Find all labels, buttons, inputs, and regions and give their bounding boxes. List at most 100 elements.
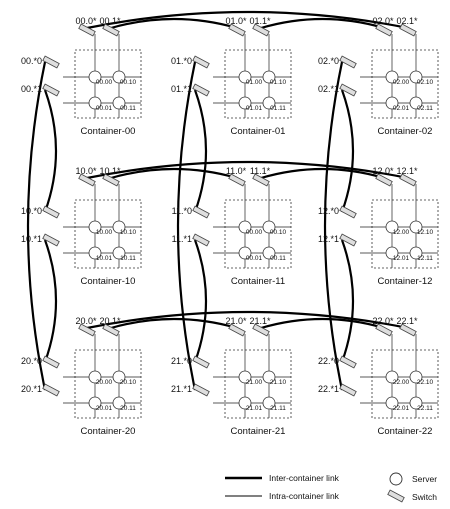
switch-icon <box>228 23 246 37</box>
server-label: 00.01 <box>96 105 113 112</box>
server-icon <box>238 70 252 84</box>
server-icon <box>385 96 399 110</box>
container-label: Container-02 <box>378 126 433 137</box>
server-label: 10.01 <box>96 255 113 262</box>
server-label: 22.10 <box>417 379 434 386</box>
server-icon <box>238 220 252 234</box>
server-label: 00.10 <box>120 79 137 86</box>
switch-label: 20.*0 <box>21 356 42 366</box>
inter-link <box>86 310 409 330</box>
server-icon <box>112 246 126 260</box>
container-box <box>74 49 142 119</box>
container-box <box>74 199 142 269</box>
switch-icon <box>339 233 357 247</box>
inter-link <box>323 61 344 391</box>
switch-label: 22.*0 <box>318 356 339 366</box>
server-icon <box>112 96 126 110</box>
switch-label: 00.*1 <box>21 84 42 94</box>
legend-intra-label: Intra-container link <box>269 491 340 501</box>
server-label: 02.00 <box>393 79 410 86</box>
switch-label: 01.*1 <box>171 84 192 94</box>
switch-label: 00.*0 <box>21 56 42 66</box>
server-icon <box>262 96 276 110</box>
server-label: 01.10 <box>270 79 287 86</box>
server-icon <box>262 246 276 260</box>
switch-label: 12.1* <box>396 166 418 176</box>
server-icon <box>262 396 276 410</box>
switch-icon <box>375 23 393 37</box>
server-label: 12.11 <box>417 255 433 262</box>
switch-icon <box>339 355 357 369</box>
switch-icon <box>192 205 210 219</box>
server-label: 20.11 <box>120 405 136 412</box>
server-icon <box>88 246 102 260</box>
switch-label: 11.*0 <box>172 206 192 216</box>
switch-label: 10.1* <box>99 166 121 176</box>
inter-link <box>86 160 409 180</box>
server-icon <box>112 370 126 384</box>
server-label: 10.00 <box>96 229 113 236</box>
server-label: 00.00 <box>246 229 263 236</box>
server-icon <box>238 246 252 260</box>
container-label: Container-20 <box>81 426 136 437</box>
server-label: 22.11 <box>417 405 433 412</box>
switch-label: 20.*1 <box>21 384 42 394</box>
container-label: Container-01 <box>231 126 286 137</box>
server-label: 00.00 <box>96 79 113 86</box>
container-box <box>224 199 292 269</box>
switch-label: 22.0* <box>372 316 394 326</box>
switch-icon <box>42 83 60 97</box>
server-label: 21.10 <box>270 379 287 386</box>
inter-link <box>86 10 409 30</box>
server-label: 22.01 <box>393 405 410 412</box>
inter-link <box>260 17 385 30</box>
server-label: 12.10 <box>417 229 434 236</box>
container-box <box>224 49 292 119</box>
switch-icon <box>339 55 357 69</box>
inter-link <box>110 17 238 30</box>
server-label: 21.00 <box>246 379 263 386</box>
server-label: 00.11 <box>270 255 286 262</box>
server-label: 12.01 <box>393 255 410 262</box>
switch-icon <box>78 23 96 37</box>
switch-icon <box>228 323 246 337</box>
inter-link <box>176 61 197 391</box>
container-box <box>224 349 292 419</box>
inter-link <box>110 167 238 180</box>
switch-icon <box>339 83 357 97</box>
inter-link <box>110 317 238 330</box>
server-label: 20.10 <box>120 379 137 386</box>
switch-icon <box>192 55 210 69</box>
container-box <box>74 349 142 419</box>
inter-container-links <box>26 10 409 391</box>
inter-link <box>260 317 385 330</box>
server-icon <box>112 70 126 84</box>
switch-label: 10.*1 <box>21 234 42 244</box>
switch-icon <box>102 323 120 337</box>
server-icon <box>262 370 276 384</box>
legend: Inter-container link Intra-container lin… <box>225 472 437 503</box>
server-icon <box>112 396 126 410</box>
server-label: 00.11 <box>120 105 136 112</box>
switch-icon <box>228 173 246 187</box>
inter-link <box>260 167 385 180</box>
server-label: 02.01 <box>393 105 410 112</box>
server-icon <box>88 370 102 384</box>
switch-label: 22.1* <box>396 316 418 326</box>
switch-icon <box>399 23 417 37</box>
switch-icon <box>375 323 393 337</box>
switch-icon <box>78 173 96 187</box>
container-label: Container-10 <box>81 276 136 287</box>
switch-icon <box>192 383 210 397</box>
switch-label: 22.*1 <box>318 384 339 394</box>
switch-label: 21.1* <box>249 316 271 326</box>
server-label: 02.11 <box>417 105 433 112</box>
switch-label: 01.*0 <box>171 56 192 66</box>
server-label: 12.00 <box>393 229 410 236</box>
switch-label: 02.*1 <box>318 84 339 94</box>
inter-link <box>340 89 355 213</box>
legend-server-icon <box>389 472 403 486</box>
